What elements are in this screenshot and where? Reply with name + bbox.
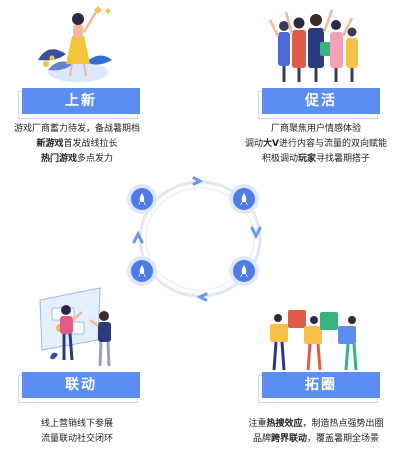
rocket-icon (138, 193, 146, 205)
desc-highlight: 热门游戏 (40, 154, 77, 164)
desc-text: 注重 (248, 419, 267, 429)
expand-illustration (270, 310, 358, 371)
desc-line: 积极调动玩家寻找暑期搭子 (232, 152, 400, 167)
desc-text: ，制造热点强势出圈 (302, 419, 384, 429)
desc-text: 厂商聚焦用户情感体验 (270, 124, 361, 134)
desc-text: 游戏厂商蓄力待发，备战暑期档 (13, 124, 140, 134)
arrow-down-icon (250, 226, 262, 240)
desc-line: 注重热搜效应，制造热点强势出圈 (232, 417, 400, 432)
desc-highlight: 新游戏 (36, 139, 64, 149)
desc-highlight: 热搜效应 (266, 419, 303, 429)
arrow-right-icon (192, 176, 204, 186)
step-node-launch (131, 188, 153, 210)
desc-line: 品牌跨界联动，覆盖暑期全场景 (232, 432, 400, 447)
desc-text: 寻找暑期搭子 (316, 154, 371, 164)
desc-line: 调动大V进行内容与流量的双向赋能 (232, 137, 400, 152)
stage-label-launch: 上新 (18, 88, 140, 119)
arrow-up-icon (132, 230, 144, 244)
desc-line: 热门游戏多点发力 (2, 152, 152, 167)
rocket-icon (240, 265, 248, 277)
step-node-expand (233, 260, 255, 282)
desc-highlight: 大V (263, 139, 279, 149)
desc-line: 流量联动社交闭环 (2, 432, 152, 447)
arrow-left-icon (196, 292, 208, 302)
desc-text: 进行内容与流量的双向赋能 (278, 139, 387, 149)
desc-line: 线上营销线下参展 (2, 417, 152, 432)
cycle-ring (132, 176, 262, 302)
desc-text: 线上营销线下参展 (40, 419, 113, 429)
desc-text: 流量联动社交闭环 (40, 434, 113, 444)
engagement-illustration (268, 9, 358, 82)
desc-text: 品牌 (252, 434, 271, 444)
stage-desc-launch: 游戏厂商蓄力待发，备战暑期档新游戏首发战线拉长热门游戏多点发力 (2, 122, 152, 167)
stage-label-expand: 拓圈 (258, 372, 380, 403)
stage-desc-engage: 厂商聚焦用户情感体验调动大V进行内容与流量的双向赋能积极调动玩家寻找暑期搭子 (232, 122, 400, 167)
desc-text: 多点发力 (77, 154, 114, 164)
desc-highlight: 玩家 (297, 154, 316, 164)
desc-text: 调动 (245, 139, 264, 149)
desc-text: ，覆盖暑期全场景 (307, 434, 380, 444)
step-node-linkage (131, 260, 153, 282)
desc-line: 游戏厂商蓄力待发，备战暑期档 (2, 122, 152, 137)
stage-label-engage: 促活 (258, 88, 380, 119)
desc-highlight: 跨界联动 (270, 434, 307, 444)
launch-illustration (38, 6, 112, 82)
desc-line: 厂商聚焦用户情感体验 (232, 122, 400, 137)
stage-label-linkage: 联动 (18, 372, 140, 403)
linkage-illustration (39, 287, 111, 367)
stage-desc-expand: 注重热搜效应，制造热点强势出圈品牌跨界联动，覆盖暑期全场景 (232, 417, 400, 447)
desc-text: 积极调动 (261, 154, 298, 164)
rocket-icon (240, 193, 248, 205)
desc-line: 新游戏首发战线拉长 (2, 137, 152, 152)
desc-text: 首发战线拉长 (63, 139, 118, 149)
rocket-icon (138, 265, 146, 277)
stage-desc-linkage: 线上营销线下参展流量联动社交闭环 (2, 417, 152, 447)
step-node-engage (233, 188, 255, 210)
